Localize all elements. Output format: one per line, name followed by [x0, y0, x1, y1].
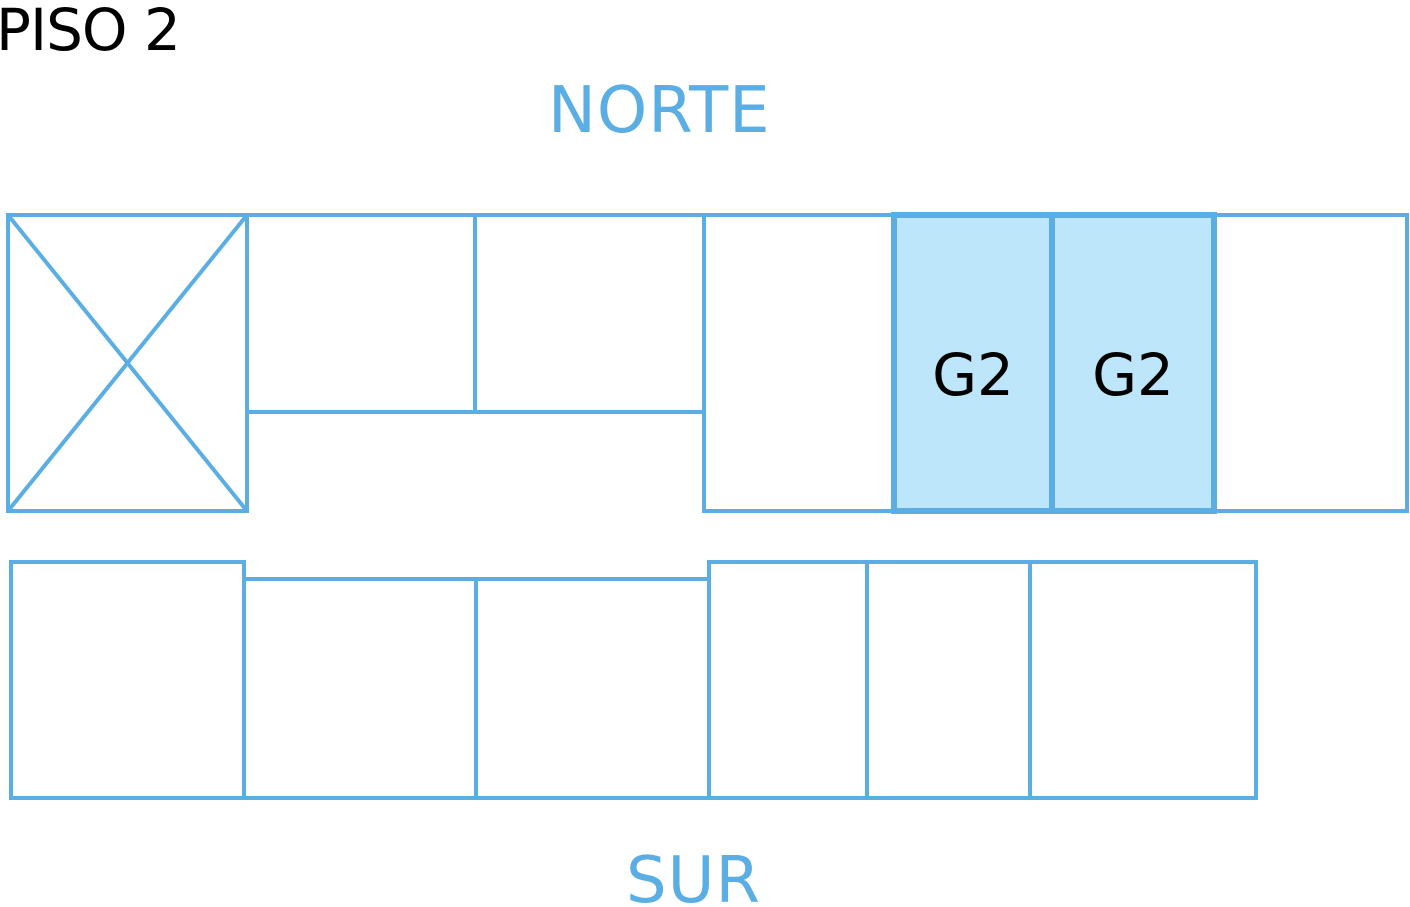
- north-room-2[interactable]: [247, 213, 477, 414]
- north-room-7[interactable]: [1212, 213, 1409, 513]
- stair-room[interactable]: [6, 213, 249, 513]
- room-label-g2-a: G2: [932, 341, 1014, 409]
- south-room-1[interactable]: [9, 560, 246, 800]
- room-label-g2-b: G2: [1092, 341, 1174, 409]
- north-room-4[interactable]: [702, 213, 896, 513]
- north-room-g2-a[interactable]: [891, 212, 1055, 514]
- south-room-4[interactable]: [707, 560, 869, 800]
- north-label: NORTE: [548, 74, 771, 148]
- south-room-2[interactable]: [242, 577, 478, 800]
- south-room-6[interactable]: [1028, 560, 1258, 800]
- north-room-g2-b[interactable]: [1049, 212, 1217, 514]
- north-room-3[interactable]: [473, 213, 706, 414]
- stair-cross-line: [6, 213, 249, 513]
- south-label: SUR: [626, 844, 761, 907]
- south-room-5[interactable]: [865, 560, 1032, 800]
- floor-title: PISO 2: [0, 0, 181, 64]
- south-room-3[interactable]: [474, 577, 711, 800]
